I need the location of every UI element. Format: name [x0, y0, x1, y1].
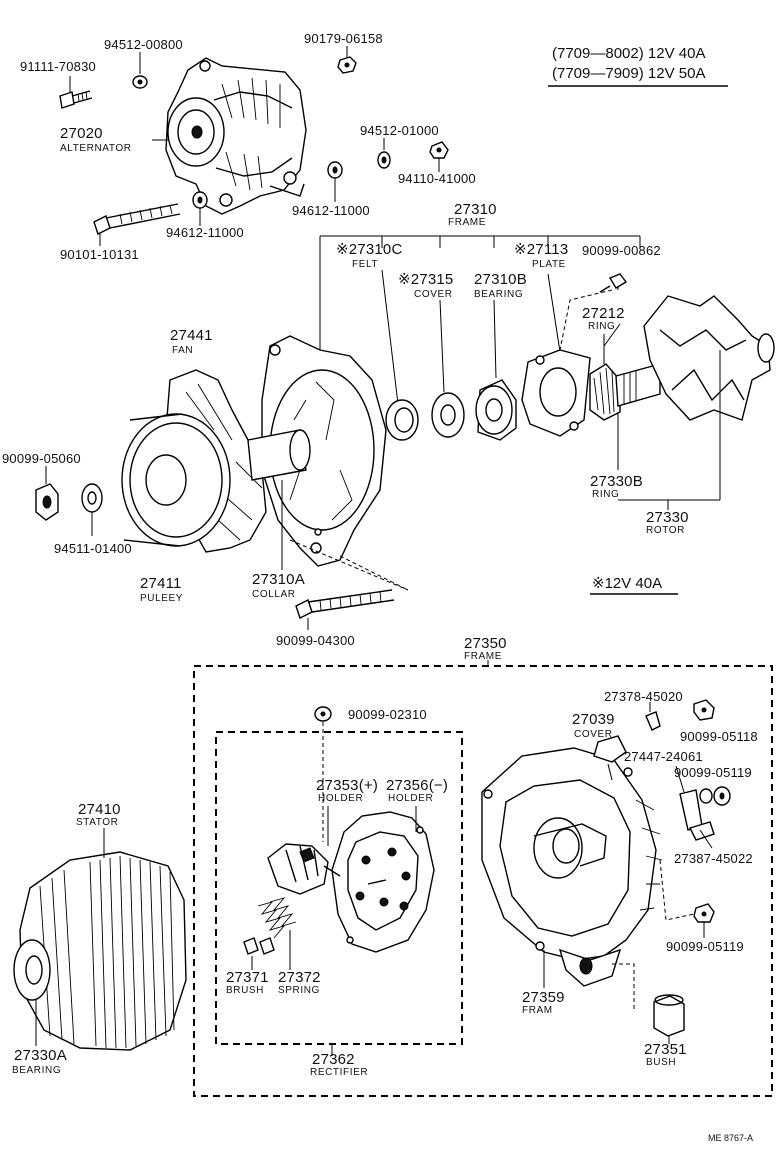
top-hardware	[59, 56, 449, 235]
stator	[13, 828, 187, 1051]
collar-shaft	[247, 429, 311, 570]
name-bearing-27330a: BEARING	[12, 1065, 62, 1076]
name-collar: COLLAR	[252, 589, 296, 600]
name-frame-27350: FRAME	[464, 651, 502, 662]
part-27039: 27039	[572, 711, 615, 728]
part-27410: 27410	[78, 801, 121, 818]
part-27371: 27371	[226, 969, 269, 986]
part-94512-01000: 94512-01000	[360, 123, 439, 138]
name-ring-27330b: RING	[592, 489, 620, 500]
part-27411: 27411	[140, 575, 182, 592]
alternator-assembly	[165, 57, 307, 215]
screw-00862	[559, 273, 628, 351]
part-94110-41000: 94110-41000	[398, 171, 476, 186]
front-nut-washer	[35, 466, 103, 536]
part-27359: 27359	[522, 989, 565, 1006]
part-27353: 27353(+)	[316, 777, 379, 794]
brush-holder	[267, 843, 329, 895]
name-holder-plus: HOLDER	[318, 793, 364, 804]
part-27330: 27330	[646, 509, 689, 526]
part-94612-11000-upper: 94612-11000	[292, 203, 370, 218]
part-27362: 27362	[312, 1051, 355, 1068]
rotor	[615, 295, 775, 510]
top-leaders	[69, 46, 440, 246]
header-line-1: (7709—8002) 12V 40A	[552, 45, 706, 62]
part-27315: ※27315	[398, 271, 454, 288]
name-cover-27315: COVER	[414, 289, 453, 300]
name-bearing-27310b: BEARING	[474, 289, 524, 300]
name-plate: PLATE	[532, 259, 566, 270]
part-27441: 27441	[170, 327, 213, 344]
frame-bracket	[319, 235, 641, 405]
felt	[385, 399, 419, 441]
part-90099-02310: 90099-02310	[348, 707, 427, 722]
part-90099-05060: 90099-05060	[2, 451, 81, 466]
part-27350: 27350	[464, 635, 507, 652]
part-27387-45022: 27387-45022	[674, 851, 753, 866]
name-frame-27310: FRAME	[448, 217, 486, 228]
name-rectifier: RECTIFIER	[310, 1067, 369, 1078]
name-stator: STATOR	[76, 817, 119, 828]
part-27356: 27356(−)	[386, 777, 449, 794]
plate-27113	[521, 349, 591, 437]
part-94612-11000-lower: 94612-11000	[166, 225, 244, 240]
part-90179-06158: 90179-06158	[304, 31, 383, 46]
part-27113: ※27113	[514, 241, 569, 258]
part-27372: 27372	[278, 969, 321, 986]
springs-brushes	[243, 897, 297, 970]
name-rotor: ROTOR	[646, 525, 685, 536]
part-90099-05119-upper: 90099-05119	[674, 765, 752, 780]
name-holder-minus: HOLDER	[388, 793, 434, 804]
rectifier-27362-box	[215, 731, 463, 1045]
pulley	[121, 413, 231, 547]
part-27447-24061: 27447-24061	[624, 749, 703, 764]
ring-27212	[589, 334, 621, 421]
name-alternator: ALTERNATOR	[60, 143, 132, 154]
part-27330a: 27330A	[14, 1047, 67, 1064]
bush-27351	[612, 963, 685, 1044]
part-90099-05119-lower: 90099-05119	[666, 939, 744, 954]
frame-27350-box	[193, 665, 773, 1097]
reference-code: ME 8767-A	[708, 1133, 754, 1143]
bearing-27310b	[475, 379, 517, 441]
part-94511-01400: 94511-01400	[54, 541, 132, 556]
name-spring: SPRING	[278, 985, 320, 996]
name-brush: BRUSH	[226, 985, 265, 996]
nut-02310	[314, 706, 332, 842]
name-bush: BUSH	[646, 1057, 677, 1068]
name-fram: FRAM	[522, 1005, 553, 1016]
rear-frame	[481, 747, 663, 988]
part-90099-04300: 90099-04300	[276, 633, 355, 648]
name-puleey: PULEEY	[140, 593, 184, 604]
cover-27315	[431, 392, 465, 438]
part-91111-70830: 91111-70830	[20, 59, 96, 74]
part-27330b: 27330B	[590, 473, 643, 490]
part-94512-00800: 94512-00800	[104, 37, 183, 52]
part-27020: 27020	[60, 125, 103, 142]
front-frame	[261, 335, 387, 567]
part-90101-10131: 90101-10131	[60, 247, 139, 262]
part-27310b: 27310B	[474, 271, 527, 288]
part-27351: 27351	[644, 1041, 687, 1058]
part-27310c: ※27310C	[336, 241, 403, 258]
name-ring-27212: RING	[588, 321, 616, 332]
long-bolt-04300	[289, 539, 409, 630]
terminal-cover-27039	[593, 735, 627, 781]
part-27310: 27310	[454, 201, 497, 218]
rectifier	[323, 806, 435, 953]
name-fan: FAN	[172, 345, 194, 356]
header-line-2: (7709—7909) 12V 50A	[552, 65, 706, 82]
part-90099-00862: 90099-00862	[582, 243, 661, 258]
terminal-hardware	[645, 699, 731, 938]
part-90099-05118: 90099-05118	[680, 729, 758, 744]
part-27378-45020: 27378-45020	[604, 689, 683, 704]
name-felt: FELT	[352, 259, 379, 270]
name-cover-27039: COVER	[574, 729, 613, 740]
note-12v-40a: ※12V 40A	[592, 575, 663, 592]
part-27310a: 27310A	[252, 571, 305, 588]
part-27212: 27212	[582, 305, 625, 322]
